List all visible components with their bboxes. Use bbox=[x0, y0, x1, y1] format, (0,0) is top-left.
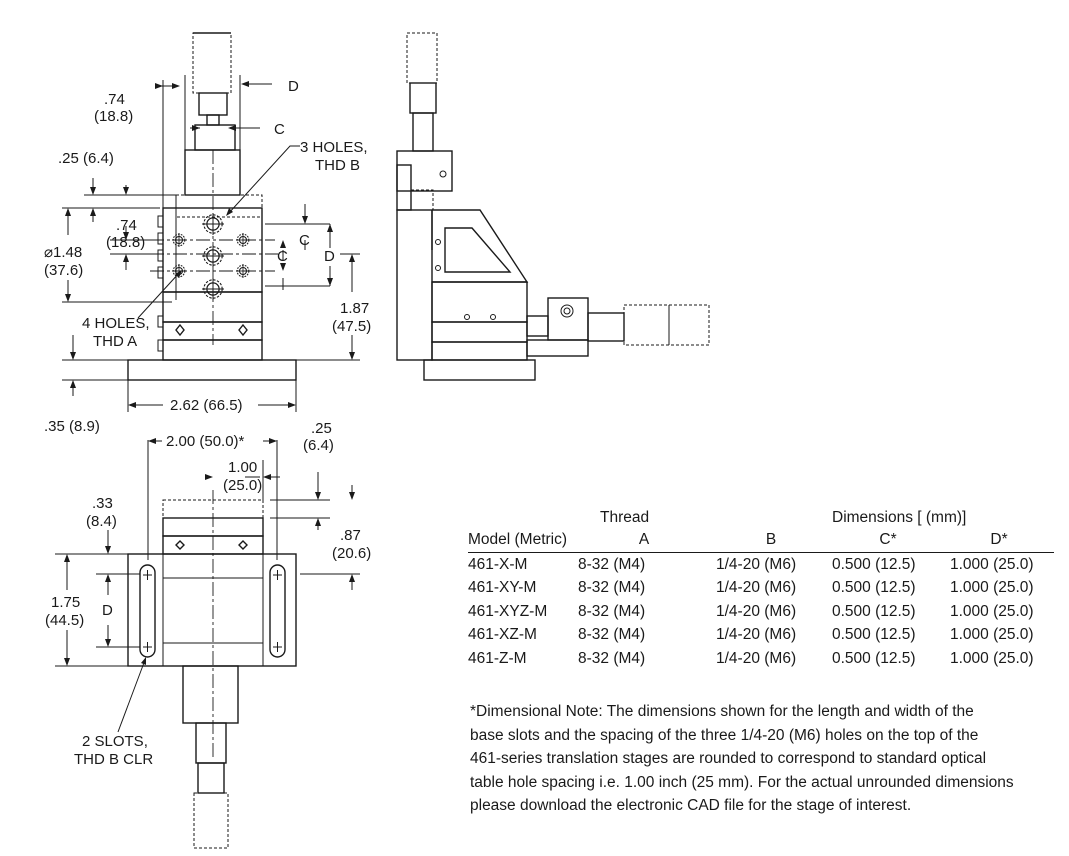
table-cell: 8-32 (M4) bbox=[578, 555, 646, 573]
dim-label: (18.8) bbox=[94, 108, 133, 125]
note-line: please download the electronic CAD file … bbox=[470, 797, 912, 814]
note-line: base slots and the spacing of the three … bbox=[470, 726, 979, 744]
table-cell: 1/4-20 (M6) bbox=[716, 555, 797, 573]
dim-label: .35 (8.9) bbox=[44, 418, 100, 435]
dim-label: (8.4) bbox=[86, 513, 117, 530]
table-row: 461-X-M 8-32 (M4) 1/4-20 (M6) 0.500 (12.… bbox=[468, 552, 1054, 576]
holes4-label: 4 HOLES, bbox=[82, 315, 150, 332]
dim-c-label: C bbox=[274, 121, 285, 138]
note-line: 461-series translation stages are rounde… bbox=[470, 750, 987, 767]
table-cell: 8-32 (M4) bbox=[578, 602, 646, 620]
dim-label: 2.62 (66.5) bbox=[170, 397, 243, 414]
dimensional-note: *Dimensional Note: The dimensions shown … bbox=[470, 700, 1060, 818]
dim-label: (6.4) bbox=[303, 437, 334, 454]
table-cell: 1/4-20 (M6) bbox=[716, 602, 797, 620]
dimensions-group-label: Dimensions [ (mm)] bbox=[832, 509, 967, 526]
dim-label: ⌀1.48 bbox=[44, 244, 82, 261]
hole-thd-a-icon bbox=[172, 233, 186, 247]
dim-c-label: C bbox=[299, 232, 310, 249]
top-view: 2.00 (50.0)* .25 (6.4) 1.00 (25.0) .33 (… bbox=[45, 420, 371, 849]
dim-label: (25.0) bbox=[223, 477, 262, 494]
hole-thd-a-icon bbox=[236, 264, 250, 278]
thread-group-label: Thread bbox=[600, 509, 650, 526]
dim-label: .25 bbox=[311, 420, 332, 437]
hole-thd-a-icon bbox=[236, 233, 250, 247]
table-cell: 1.000 (25.0) bbox=[950, 579, 1034, 596]
table-column-header: Model (Metric) A B C* D* bbox=[468, 528, 1054, 553]
dim-label: .74 bbox=[116, 217, 137, 234]
front-view: D C .74 (18.8) 3 HOLES, THD B .25 (6.4) … bbox=[44, 32, 371, 435]
table-cell: 8-32 (M4) bbox=[578, 626, 646, 643]
table-cell: 1.000 (25.0) bbox=[950, 602, 1034, 620]
hole-thd-b-icon bbox=[202, 278, 224, 300]
micrometer-front bbox=[184, 32, 241, 196]
column-header: Model (Metric) bbox=[468, 528, 578, 553]
table-cell: 1.000 (25.0) bbox=[950, 649, 1034, 667]
table-cell: 0.500 (12.5) bbox=[832, 579, 916, 596]
dim-label: 1.75 bbox=[51, 594, 80, 611]
dim-label: .74 bbox=[104, 91, 125, 108]
table-cell: 1/4-20 (M6) bbox=[716, 626, 797, 643]
table-cell: 0.500 (12.5) bbox=[832, 649, 916, 667]
table-cell: 8-32 (M4) bbox=[578, 649, 646, 667]
top-dimension-lines bbox=[55, 438, 360, 733]
dim-d-label: D bbox=[102, 602, 113, 619]
slots-label: 2 SLOTS, bbox=[82, 733, 148, 750]
table-cell: 461-XY-M bbox=[468, 579, 537, 596]
dim-label: 1.87 bbox=[340, 300, 369, 317]
table-cell: 1.000 (25.0) bbox=[950, 555, 1034, 573]
dim-label: (37.6) bbox=[44, 262, 83, 279]
holes3-label: 3 HOLES, bbox=[300, 139, 368, 156]
dim-label: .87 bbox=[340, 527, 361, 544]
table-group-header: Thread Dimensions [ (mm)] bbox=[468, 508, 1054, 528]
spec-table: Thread Dimensions [ (mm)] Model (Metric)… bbox=[468, 508, 1054, 670]
column-header: D* bbox=[950, 528, 1054, 553]
dim-label: .33 bbox=[92, 495, 113, 512]
hole-thd-b-icon bbox=[202, 213, 224, 235]
holes3-label: THD B bbox=[315, 157, 360, 174]
dim-label: (44.5) bbox=[45, 612, 84, 629]
note-line: table hole spacing i.e. 1.00 inch (25 mm… bbox=[470, 773, 1014, 791]
dim-c-label: C bbox=[277, 248, 288, 265]
table-cell: 0.500 (12.5) bbox=[832, 555, 916, 573]
dim-d-label: D bbox=[324, 248, 335, 265]
table-cell: 461-XYZ-M bbox=[468, 602, 548, 620]
table-row: 461-XYZ-M 8-32 (M4) 1/4-20 (M6) 0.500 (1… bbox=[468, 600, 1054, 624]
dim-label: 2.00 (50.0)* bbox=[166, 433, 245, 450]
slots-label: THD B CLR bbox=[74, 751, 153, 768]
stage-body-front bbox=[127, 150, 297, 381]
dim-label: (20.6) bbox=[332, 545, 371, 562]
note-line: *Dimensional Note: The dimensions shown … bbox=[470, 703, 974, 720]
dim-label: (18.8) bbox=[106, 234, 145, 251]
table-row: 461-XY-M 8-32 (M4) 1/4-20 (M6) 0.500 (12… bbox=[468, 576, 1054, 600]
table-cell: 461-Z-M bbox=[468, 649, 527, 667]
table-cell: 1/4-20 (M6) bbox=[716, 649, 797, 667]
dim-label: .25 (6.4) bbox=[58, 150, 114, 167]
dim-label: 1.00 bbox=[228, 459, 257, 476]
table-cell: 1/4-20 (M6) bbox=[716, 579, 797, 596]
column-header: C* bbox=[832, 528, 950, 553]
table-cell: 0.500 (12.5) bbox=[832, 626, 916, 643]
side-view bbox=[396, 32, 710, 381]
table-cell: 1.000 (25.0) bbox=[950, 626, 1034, 643]
table-cell: 8-32 (M4) bbox=[578, 579, 646, 596]
dim-d-label: D bbox=[288, 78, 299, 95]
table-row: 461-Z-M 8-32 (M4) 1/4-20 (M6) 0.500 (12.… bbox=[468, 647, 1054, 671]
table-cell: 461-X-M bbox=[468, 555, 528, 573]
holes4-label: THD A bbox=[93, 333, 137, 350]
hole-thd-b-icon bbox=[202, 245, 224, 267]
column-header: A bbox=[578, 528, 716, 553]
table-cell: 0.500 (12.5) bbox=[832, 602, 916, 620]
column-header: B bbox=[716, 528, 832, 553]
dim-label: (47.5) bbox=[332, 318, 371, 335]
table-cell: 461-XZ-M bbox=[468, 626, 537, 643]
table-row: 461-XZ-M 8-32 (M4) 1/4-20 (M6) 0.500 (12… bbox=[468, 623, 1054, 647]
front-dimension-lines bbox=[62, 75, 360, 412]
